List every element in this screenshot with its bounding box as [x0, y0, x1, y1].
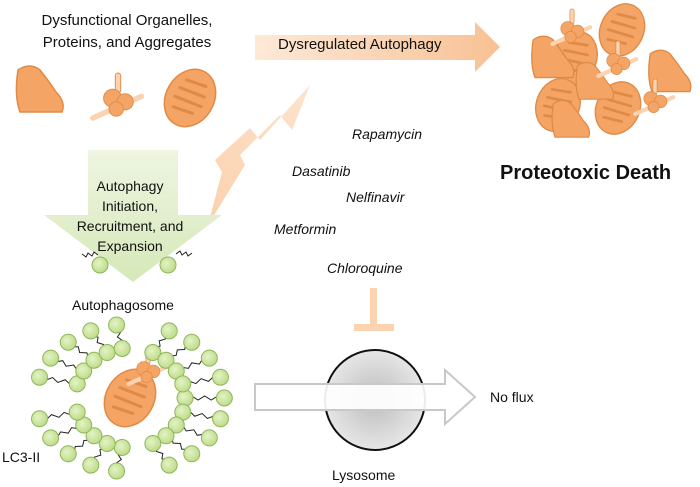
- lc3-bead-icon: [144, 434, 162, 452]
- lc3-bead-icon: [174, 375, 192, 393]
- protein-cluster-icon: [93, 73, 142, 118]
- lc3-bead-icon: [108, 316, 126, 334]
- lc3-bead-icon: [176, 389, 194, 407]
- lc3-bead-icon: [82, 456, 100, 474]
- lc3-bead-icon: [31, 368, 49, 386]
- initiation-arrow: [44, 150, 222, 282]
- lysosome-label: Lysosome: [332, 467, 396, 483]
- label-line: Expansion: [97, 238, 163, 254]
- lc3-bead-icon: [183, 333, 201, 351]
- lc3-bead-icon: [160, 456, 178, 474]
- feedback-bolt-arrow: [208, 85, 310, 225]
- dysfunctional-organelles-label: Dysfunctional Organelles, Proteins, and …: [12, 10, 242, 54]
- autophagosome-label: Autophagosome: [72, 297, 174, 313]
- label-line: Initiation,: [101, 198, 159, 214]
- lc3-bead-icon: [200, 429, 218, 447]
- drug-dasatinib: Dasatinib: [292, 163, 351, 179]
- dysregulated-autophagy-label: Dysregulated Autophagy: [278, 36, 442, 53]
- lc3-bead-icon: [108, 462, 126, 480]
- lc3-bead-icon: [113, 438, 131, 456]
- lc3-bead-icon: [211, 410, 229, 428]
- aggregate-blob-icon: [15, 65, 64, 113]
- autophagosome-icon: [31, 316, 233, 480]
- label-line: Autophagy: [96, 178, 164, 194]
- drug-rapamycin: Rapamycin: [352, 126, 423, 142]
- proteotoxic-aggregate-icon: [527, 0, 692, 143]
- lc3-bead-icon: [183, 445, 201, 463]
- lc3-bead-icon: [159, 256, 177, 274]
- drug-chloroquine: Chloroquine: [327, 260, 403, 276]
- lc3-bead-icon: [82, 322, 100, 340]
- flux-arrow: [254, 367, 477, 427]
- lc3-bead-icon: [211, 368, 229, 386]
- label-line: Dysfunctional Organelles,: [41, 12, 213, 29]
- lc3-bead-icon: [113, 340, 131, 358]
- lc3-bead-icon: [98, 344, 116, 362]
- inhibition-bar-icon: [354, 288, 394, 331]
- lc3-bead-icon: [42, 429, 60, 447]
- dysregulated-autophagy-arrow: [255, 22, 500, 72]
- lc3-bead-icon: [160, 322, 178, 340]
- mitochondrion-icon: [152, 58, 228, 138]
- lc3-ii-label: LC3-II: [2, 449, 41, 465]
- proteotoxic-death-label: Proteotoxic Death: [500, 162, 672, 184]
- lc3-bead-icon: [59, 445, 77, 463]
- drug-nelfinavir: Nelfinavir: [346, 189, 405, 205]
- lc3-bead-icon: [59, 333, 77, 351]
- lc3-bead-icon: [200, 349, 218, 367]
- label-line: Proteins, and Aggregates: [42, 34, 212, 51]
- lc3-bead-icon: [91, 256, 109, 274]
- no-flux-label: No flux: [490, 389, 534, 405]
- drug-metformin: Metformin: [274, 221, 337, 237]
- initiation-label: Autophagy Initiation, Recruitment, and E…: [60, 176, 200, 256]
- lc3-bead-icon: [42, 349, 60, 367]
- lc3-bead-icon: [215, 389, 233, 407]
- lc3-bead-icon: [31, 410, 49, 428]
- lc3-bead-icon: [68, 403, 86, 421]
- label-line: Recruitment, and: [76, 218, 184, 234]
